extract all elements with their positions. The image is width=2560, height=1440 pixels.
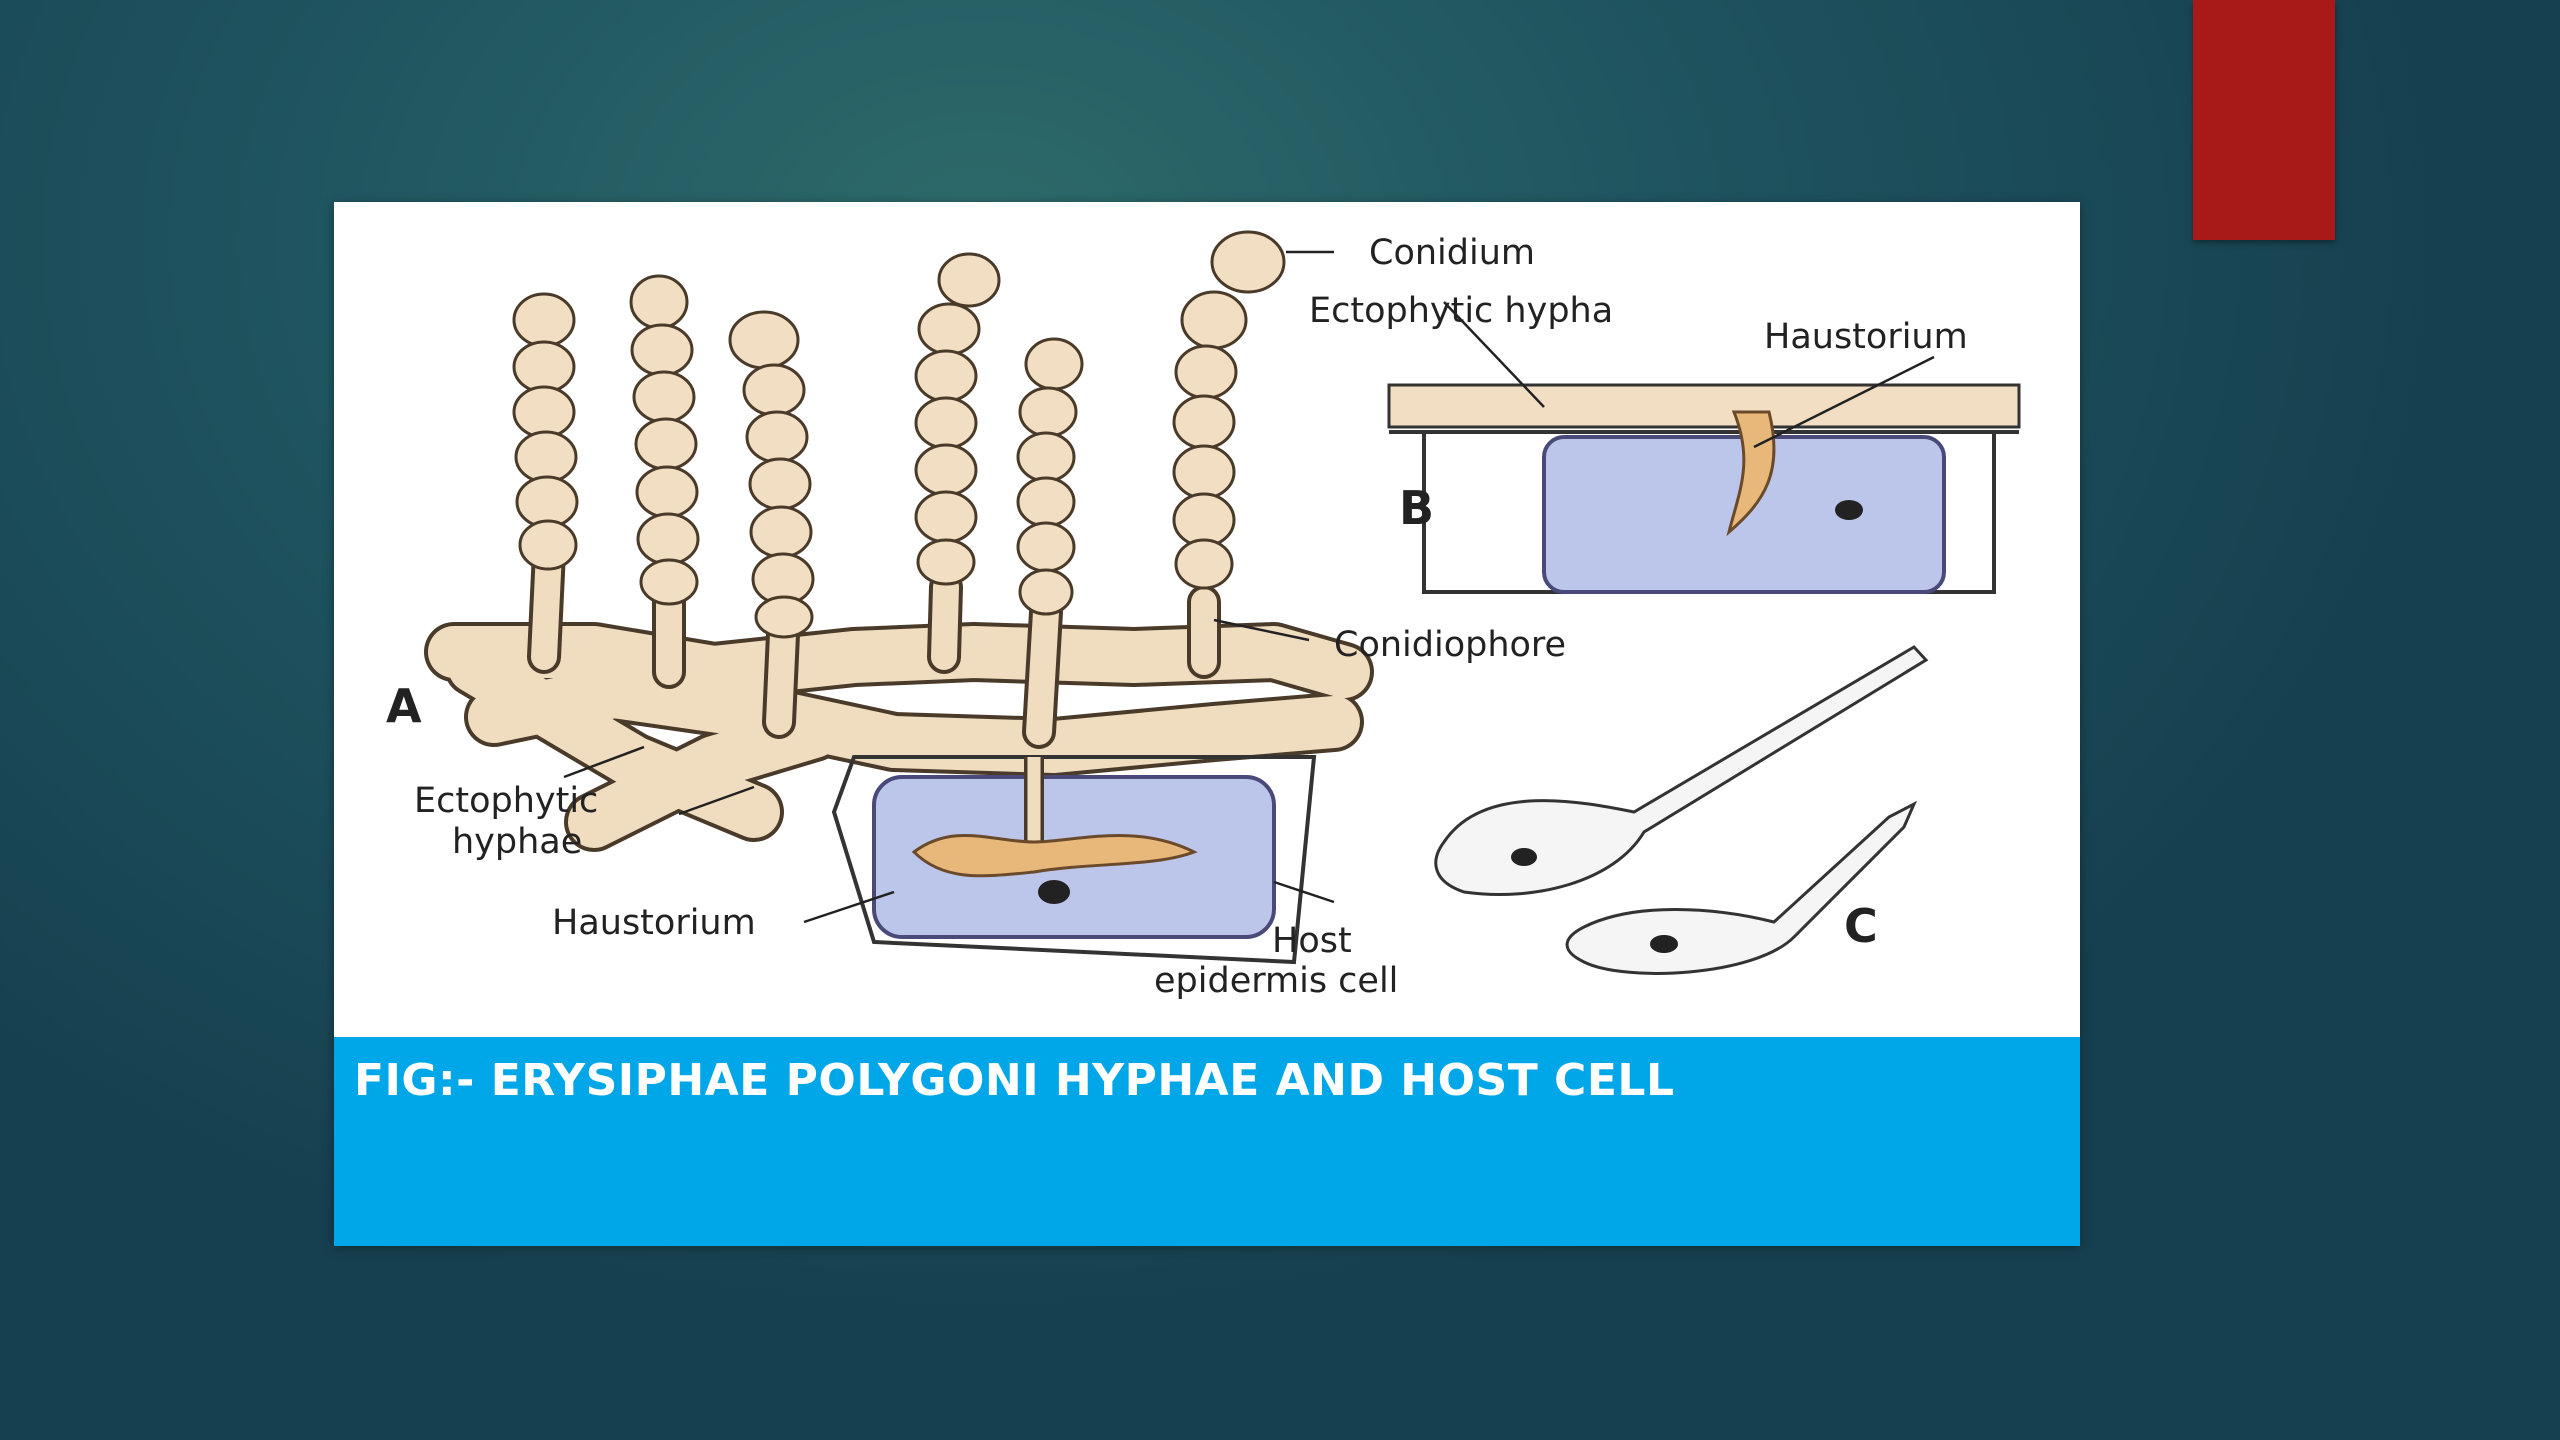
label-panel-a: A (386, 679, 422, 733)
label-conidium: Conidium (1369, 233, 1535, 273)
chain-5 (1016, 337, 1084, 616)
chain-6 (1172, 230, 1286, 590)
label-haustorium-b: Haustorium (1764, 317, 1968, 357)
label-host-2: epidermis cell (1154, 961, 1398, 1001)
ectophytic-hyphae-network (424, 622, 1374, 852)
label-ectophytic-hypha: Ectophytic hypha (1309, 291, 1613, 331)
germinating-conidia (1434, 645, 1929, 975)
chain-3 (728, 310, 815, 639)
erysiphae-diagram: Conidium Ectophytic hypha Haustorium B C… (386, 230, 2021, 1001)
label-panel-c: C (1844, 899, 1878, 953)
chain-1 (512, 292, 579, 571)
figure-caption: FIG:- ERYSIPHAE POLYGONI HYPHAE AND HOST… (354, 1055, 1675, 1106)
label-host-1: Host (1272, 921, 1352, 961)
host-epidermis-cell-a (831, 755, 1317, 965)
panel-b-section (1387, 383, 2021, 594)
label-ectophytic-hyphae-1: Ectophytic (414, 781, 598, 821)
label-panel-b: B (1399, 481, 1434, 535)
label-ectophytic-hyphae-2: hyphae (452, 822, 582, 862)
caption-bar: FIG:- ERYSIPHAE POLYGONI HYPHAE AND HOST… (334, 1034, 2080, 1246)
label-haustorium-a: Haustorium (552, 903, 756, 943)
figure-frame: Conidium Ectophytic hypha Haustorium B C… (334, 202, 2080, 1246)
conidial-chains (512, 230, 1286, 639)
label-conidiophore: Conidiophore (1334, 625, 1566, 665)
accent-tab (2193, 0, 2335, 240)
chain-2 (629, 274, 700, 606)
chain-4 (914, 252, 1001, 586)
leader-lines (563, 250, 1935, 924)
